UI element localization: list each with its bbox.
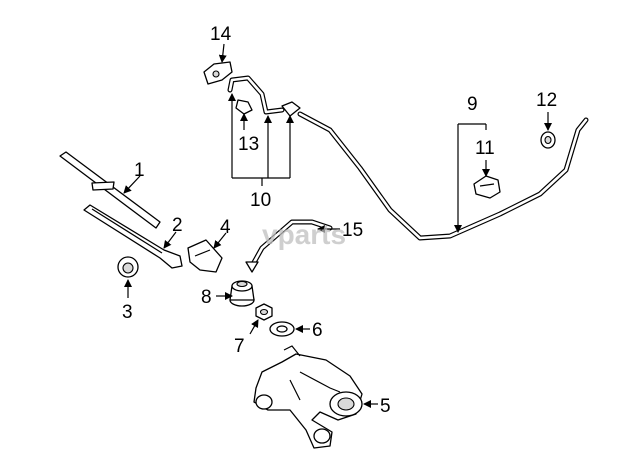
callout-1: 1 bbox=[134, 160, 145, 181]
callout-14: 14 bbox=[210, 24, 232, 45]
callout-15: 15 bbox=[342, 220, 363, 241]
callout-7: 7 bbox=[234, 336, 245, 357]
hose-bracket-part bbox=[245, 219, 333, 273]
leader-lines bbox=[123, 43, 552, 408]
callout-12: 12 bbox=[536, 90, 557, 111]
watermark: vparts bbox=[262, 219, 346, 250]
callout-9: 9 bbox=[467, 94, 478, 115]
wiper-motor-part bbox=[253, 345, 363, 449]
nut-part bbox=[255, 303, 273, 321]
washer-nozzle-part bbox=[473, 175, 501, 199]
wiper-blade-part bbox=[83, 204, 183, 269]
callout-4: 4 bbox=[220, 217, 231, 238]
hose-joint-part bbox=[203, 61, 233, 85]
callout-10: 10 bbox=[250, 190, 271, 211]
callout-11: 11 bbox=[475, 138, 495, 159]
callout-5: 5 bbox=[380, 396, 391, 417]
nozzle-cap-part bbox=[540, 131, 556, 149]
pivot-cover-part bbox=[187, 239, 223, 273]
cap-nut-part bbox=[117, 256, 139, 278]
hose-assembly-part bbox=[227, 75, 301, 117]
grommet-part bbox=[229, 280, 255, 307]
callout-2: 2 bbox=[172, 215, 183, 236]
callout-numbers: 1 2 3 4 5 6 7 8 9 10 11 12 13 14 15 bbox=[122, 24, 557, 417]
washer-hose-part bbox=[297, 111, 589, 241]
callout-6: 6 bbox=[312, 320, 323, 341]
wiper-arm-part bbox=[59, 151, 161, 229]
callout-13: 13 bbox=[238, 134, 259, 155]
washer-part bbox=[269, 321, 295, 337]
callout-3: 3 bbox=[122, 302, 133, 323]
callout-8: 8 bbox=[201, 287, 212, 308]
